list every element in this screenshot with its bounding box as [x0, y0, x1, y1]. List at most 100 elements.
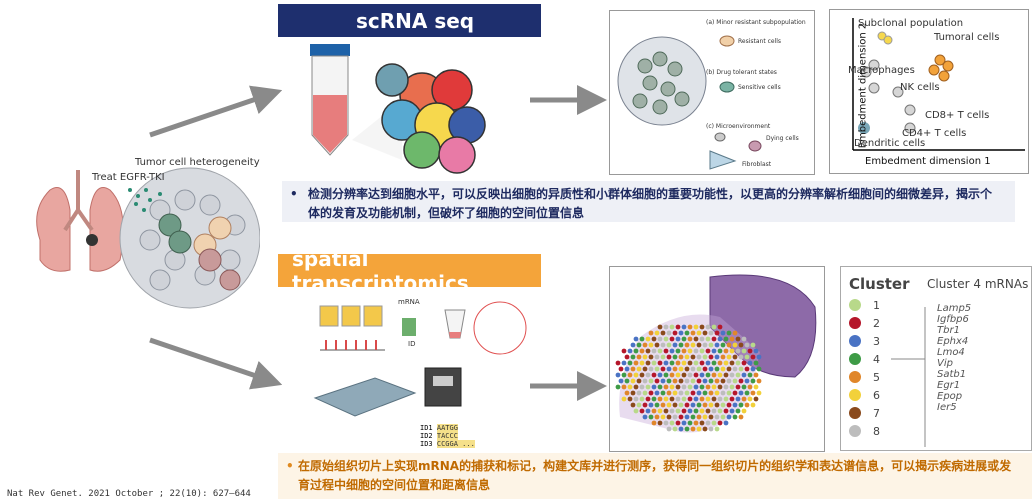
- tissue-spot: [657, 360, 663, 366]
- tissue-spot: [654, 414, 660, 420]
- tissue-spot: [711, 336, 717, 342]
- tissue-spot: [663, 324, 669, 330]
- gene-item: Lamp5: [937, 303, 972, 314]
- tissue-spot: [630, 354, 636, 360]
- cluster-sub-title: Cluster 4 mRNAs: [927, 277, 1029, 291]
- tissue-spot: [660, 378, 666, 384]
- gene-item: Igfbp6: [937, 314, 969, 325]
- tissue-spot: [702, 414, 708, 420]
- tissue-spot: [633, 372, 639, 378]
- tissue-spot: [639, 372, 645, 378]
- cluster-color-dot: [849, 299, 861, 311]
- tissue-spot: [642, 378, 648, 384]
- tissue-spot: [693, 372, 699, 378]
- scrna-description: •检测分辨率达到细胞水平，可以反映出细胞的异质性和小群体细胞的重要功能性，以更高…: [282, 181, 1015, 222]
- tissue-spot: [690, 402, 696, 408]
- tissue-spot: [639, 360, 645, 366]
- tissue-spot: [684, 402, 690, 408]
- embedding-panel: Embedment dimension 2 Embedment dimensio…: [829, 9, 1029, 174]
- tissue-spot: [669, 348, 675, 354]
- tissue-spot: [651, 396, 657, 402]
- tissue-spot: [738, 402, 744, 408]
- spatial-description: •在原始组织切片上实现mRNA的捕获和标记，构建文库并进行测序，获得同一组织切片…: [278, 453, 1032, 499]
- sequencer-icon: [424, 367, 462, 407]
- tissue-spot: [723, 360, 729, 366]
- tissue-spot: [624, 354, 630, 360]
- cluster-dendritic: Dendritic cells: [854, 138, 926, 149]
- tissue-spot: [648, 378, 654, 384]
- tissue-spot: [750, 402, 756, 408]
- tissue-spot: [675, 360, 681, 366]
- tissue-spot: [672, 402, 678, 408]
- tissue-spot: [744, 342, 750, 348]
- tissue-spot: [669, 408, 675, 414]
- tissue-spot: [621, 360, 627, 366]
- tube-cap: [310, 44, 350, 56]
- cluster-color-dot: [849, 353, 861, 365]
- tissue-spot: [651, 360, 657, 366]
- tissue-spot: [651, 372, 657, 378]
- tissue-spot: [675, 324, 681, 330]
- spatial-workflow-illustration: [313, 301, 527, 417]
- tissue-spot: [666, 342, 672, 348]
- tissue-spot: [648, 402, 654, 408]
- tissue-spot: [690, 390, 696, 396]
- tissue-spot: [702, 342, 708, 348]
- tissue-spot: [651, 336, 657, 342]
- tissue-spot: [741, 348, 747, 354]
- tissue-spot: [741, 336, 747, 342]
- tissue-spot: [699, 384, 705, 390]
- id-label: ID: [408, 340, 416, 348]
- tissue-spot: [726, 354, 732, 360]
- tissue-spot: [633, 408, 639, 414]
- cluster-number: 4: [873, 352, 880, 366]
- tissue-spot: [744, 390, 750, 396]
- tissue-spot: [660, 354, 666, 360]
- gene-item: Tbr1: [937, 325, 960, 336]
- tissue-spot: [630, 402, 636, 408]
- tissue-spot: [696, 378, 702, 384]
- tissue-spot: [687, 408, 693, 414]
- tissue-spot: [750, 342, 756, 348]
- tissue-spot: [729, 336, 735, 342]
- tissue-spot: [747, 372, 753, 378]
- cluster-number: 3: [873, 334, 880, 348]
- tissue-spot: [726, 342, 732, 348]
- seq-row: ID1 AATGG: [420, 424, 458, 432]
- tissue-spot: [729, 384, 735, 390]
- tissue-spot: [663, 408, 669, 414]
- tissue-spot: [705, 324, 711, 330]
- tissue-spot: [681, 420, 687, 426]
- tissue-spot: [756, 354, 762, 360]
- tissue-spot: [723, 408, 729, 414]
- tissue-spot: [687, 420, 693, 426]
- tissue-spot: [642, 354, 648, 360]
- tissue-spot: [639, 396, 645, 402]
- tissue-spot: [711, 408, 717, 414]
- tissue-spot: [672, 390, 678, 396]
- tissue-spot: [720, 342, 726, 348]
- sub-c-dying: Dying cells: [766, 135, 799, 142]
- tissue-spot: [645, 408, 651, 414]
- cluster-tumoral: Tumoral cells: [934, 32, 1000, 43]
- cluster-subclonal: Subclonal population: [858, 18, 964, 29]
- tissue-spot: [696, 414, 702, 420]
- sub-c-fibro: Fibroblast: [742, 161, 772, 168]
- tissue-spot: [711, 360, 717, 366]
- tissue-spot: [711, 372, 717, 378]
- tissue-spot: [732, 378, 738, 384]
- tissue-spot: [669, 324, 675, 330]
- tissue-spot: [651, 348, 657, 354]
- cluster-number: 6: [873, 388, 880, 402]
- tissue-spot: [717, 324, 723, 330]
- tissue-spot: [669, 336, 675, 342]
- tissue-spot: [681, 372, 687, 378]
- tissue-spot: [636, 342, 642, 348]
- tissue-spot: [705, 348, 711, 354]
- tissue-spot: [696, 366, 702, 372]
- tissue-spot: [720, 330, 726, 336]
- tissue-spot: [744, 402, 750, 408]
- tissue-spot: [693, 348, 699, 354]
- tissue-spot: [690, 354, 696, 360]
